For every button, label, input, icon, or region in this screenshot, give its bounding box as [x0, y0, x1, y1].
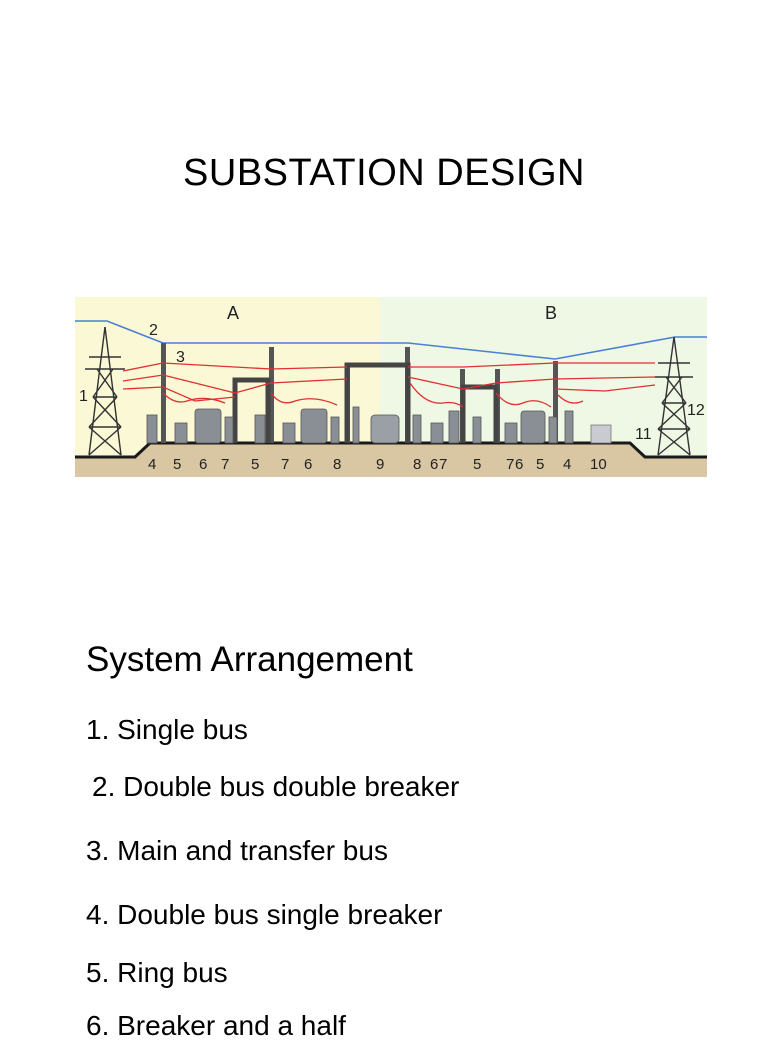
slide-title: SUBSTATION DESIGN [183, 152, 585, 194]
bottom-label: 6 [430, 456, 438, 473]
callout-1: 1 [79, 388, 88, 405]
equipment [146, 406, 574, 444]
substation-diagram: A B 1 2 3 11 12 4 5 6 7 5 7 6 8 9 8 6 7 … [75, 297, 707, 477]
bottom-label: 9 [376, 456, 384, 473]
bottom-label: 7 [221, 456, 229, 473]
bottom-label: 5 [251, 456, 259, 473]
bottom-label: 7 [439, 456, 447, 473]
bottom-label: 5 [536, 456, 544, 473]
bottom-label: 6 [199, 456, 207, 473]
bottom-label: 4 [563, 456, 571, 473]
busbars [122, 362, 656, 408]
substation-illustration: A B 1 2 3 11 12 4 5 6 7 5 7 6 8 9 8 6 7 … [75, 297, 707, 477]
callout-3: 3 [176, 349, 185, 366]
portal-frames [232, 362, 499, 443]
ground-surface [75, 443, 707, 477]
bottom-label: 6 [304, 456, 312, 473]
list-item: 6. Breaker and a half [86, 1010, 346, 1041]
zone-label-a: A [227, 303, 239, 323]
overhead-line [75, 320, 707, 360]
callout-11: 11 [635, 426, 652, 443]
list-item: 2. Double bus double breaker [92, 771, 460, 802]
section-heading: System Arrangement [86, 640, 413, 679]
bottom-label: 8 [333, 456, 341, 473]
bottom-label: 8 [413, 456, 421, 473]
list-item: 5. Ring bus [86, 957, 228, 988]
list-item: 3. Main and transfer bus [86, 835, 388, 866]
bottom-label: 4 [148, 456, 156, 473]
right-tower [655, 336, 693, 456]
bottom-label: 5 [173, 456, 181, 473]
control-kiosk [590, 424, 612, 444]
callout-12: 12 [687, 402, 705, 419]
list-item: 4. Double bus single breaker [86, 899, 443, 930]
list-item: 1. Single bus [86, 714, 248, 745]
zone-label-b: B [545, 303, 557, 323]
bottom-label: 7 [281, 456, 289, 473]
bottom-label: 10 [590, 456, 607, 473]
bottom-label: 6 [515, 456, 523, 473]
callout-2: 2 [149, 322, 158, 339]
left-tower [85, 326, 125, 456]
bottom-label: 5 [473, 456, 481, 473]
bottom-label: 7 [506, 456, 514, 473]
